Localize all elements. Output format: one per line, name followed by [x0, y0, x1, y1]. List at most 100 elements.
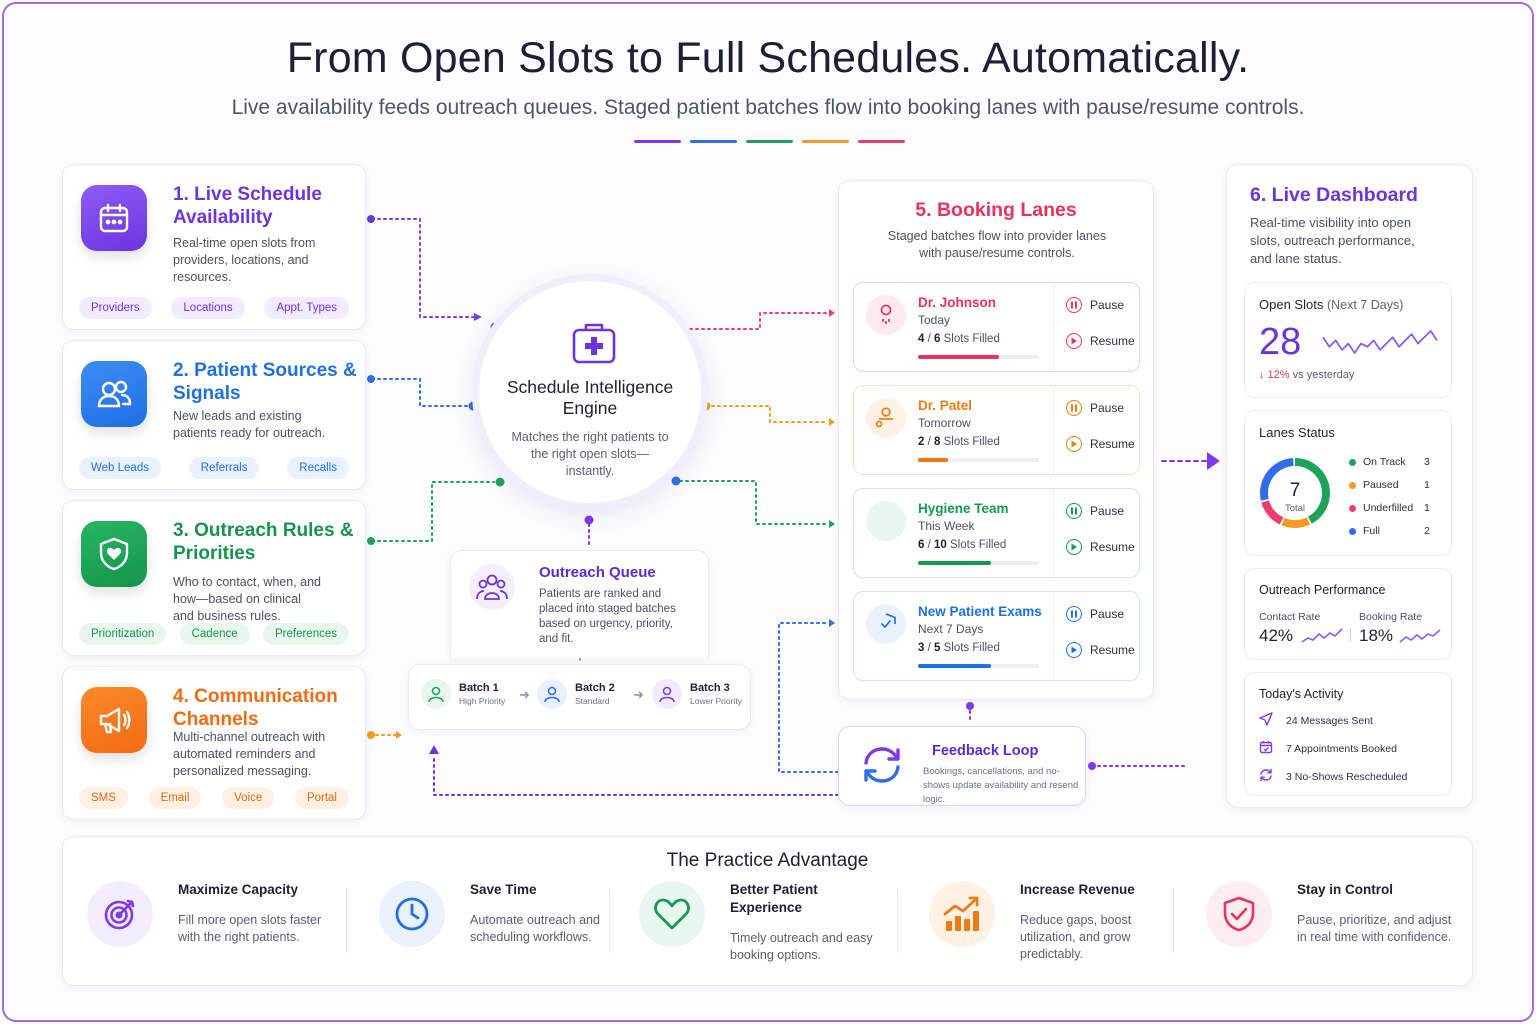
send-icon — [1259, 712, 1273, 729]
contact-rate-value: 42% — [1259, 626, 1294, 645]
lane-filled: 3 — [918, 642, 925, 654]
resume-label: Resume — [1090, 540, 1135, 554]
feedback-title: Feedback Loop — [932, 743, 1039, 759]
legend-count: 1 — [1424, 479, 1430, 491]
card-outreach-rules-priorities: 3. Outreach Rules & Priorities Who to co… — [62, 500, 366, 656]
chip-providers[interactable]: Providers — [79, 297, 152, 319]
pause-button[interactable]: Pause — [1066, 400, 1124, 416]
lane-progress-track — [918, 458, 1039, 462]
lane-progress-fill — [918, 561, 991, 565]
activity-item: 24 Messages Sent — [1259, 712, 1373, 729]
pause-icon — [1066, 606, 1082, 622]
batch-priority: Standard — [575, 696, 610, 706]
pause-button[interactable]: Pause — [1066, 606, 1124, 622]
contact-rate-label: Contact Rate — [1259, 611, 1321, 623]
advantage-description: Timely outreach and easy booking options… — [730, 931, 873, 962]
calendar-icon — [81, 185, 147, 251]
lane-fill-suffix: Slots Filled — [943, 436, 1000, 448]
shield-check-icon — [866, 604, 906, 644]
chip-locations[interactable]: Locations — [171, 297, 245, 319]
contact-rate-sparkline — [1301, 628, 1343, 643]
lane-total: 10 — [934, 539, 947, 551]
lane-progress-track — [918, 561, 1039, 565]
card-title: 4. Communication Channels — [173, 686, 338, 730]
batch-priority: High Priority — [459, 696, 506, 706]
medical-kit-icon — [571, 321, 617, 370]
lane-period: Today — [918, 313, 951, 327]
lanes-status-title: Lanes Status — [1259, 425, 1335, 440]
lane-progress-fill — [918, 458, 949, 462]
resume-button[interactable]: Resume — [1066, 436, 1135, 452]
chip-email[interactable]: Email — [148, 787, 202, 809]
pause-label: Pause — [1090, 504, 1125, 518]
open-slots-period: (Next 7 Days) — [1326, 298, 1404, 312]
pause-button[interactable]: Pause — [1066, 297, 1124, 313]
chip-row: SMS Email Voice Portal — [79, 787, 349, 809]
queue-description: Patients are ranked and placed into stag… — [539, 588, 676, 645]
tooth-icon — [866, 501, 906, 541]
advantage-description: Reduce gaps, boost utilization, and grow… — [1020, 913, 1132, 961]
lane-progress-fill — [918, 664, 991, 668]
divider — [609, 889, 610, 953]
chip-cadence[interactable]: Cadence — [179, 623, 250, 645]
chip-web-leads[interactable]: Web Leads — [79, 457, 161, 479]
chip-row: Web Leads Referrals Recalls — [79, 457, 349, 479]
activity-text: 7 Appointments Booked — [1286, 742, 1397, 755]
accent-bar — [690, 140, 737, 143]
chip-referrals[interactable]: Referrals — [188, 457, 260, 479]
card-title: 3. Outreach Rules & Priorities — [173, 520, 354, 564]
lane-period: Tomorrow — [918, 416, 971, 430]
chip-recalls[interactable]: Recalls — [287, 457, 349, 479]
advantage-title: Increase Revenue — [1020, 882, 1135, 897]
chip-appt-types[interactable]: Appt. Types — [264, 297, 349, 319]
card-title: 1. Live Schedule Availability — [173, 184, 322, 228]
lane-progress-track — [918, 355, 1039, 359]
batch-name: Batch 3 — [690, 682, 730, 694]
resume-button[interactable]: Resume — [1066, 333, 1135, 349]
accent-bars — [634, 140, 905, 143]
batch-3[interactable]: Batch 3 Lower Priority — [652, 679, 742, 709]
batch-priority: Lower Priority — [690, 696, 742, 706]
booking-rate-value: 18% — [1359, 626, 1394, 645]
pause-button[interactable]: Pause — [1066, 503, 1124, 519]
card-description: Real-time open slots from providers, loc… — [173, 236, 316, 284]
play-icon — [1066, 436, 1082, 452]
resume-button[interactable]: Resume — [1066, 642, 1135, 658]
lane-filled: 4 — [918, 333, 925, 345]
feedback-description: Bookings, cancellations, and no-shows up… — [923, 766, 1079, 805]
open-slots-sparkline — [1322, 330, 1438, 354]
chip-portal[interactable]: Portal — [294, 787, 349, 809]
legend-count: 3 — [1424, 456, 1430, 468]
card-title: 2. Patient Sources & Signals — [173, 360, 357, 404]
lane-name: Dr. Johnson — [918, 295, 997, 310]
lane-fill-suffix: Slots Filled — [943, 333, 1000, 345]
shield-heart-icon — [81, 521, 147, 587]
arrow-right-icon: ➜ — [633, 687, 644, 702]
divider — [1053, 592, 1054, 680]
lane-name: Dr. Patel — [918, 398, 973, 413]
lane-filled: 2 — [918, 436, 925, 448]
open-slots-label: Open Slots — [1259, 297, 1324, 312]
megaphone-icon — [81, 687, 147, 753]
chip-preferences[interactable]: Preferences — [262, 623, 349, 645]
pause-icon — [1066, 400, 1082, 416]
resume-button[interactable]: Resume — [1066, 539, 1135, 555]
chip-prioritization[interactable]: Prioritization — [79, 623, 167, 645]
chip-voice[interactable]: Voice — [222, 787, 275, 809]
users-icon — [81, 361, 147, 427]
chip-sms[interactable]: SMS — [79, 787, 128, 809]
target-icon — [87, 881, 153, 947]
play-icon — [1066, 642, 1082, 658]
advantage-title: Save Time — [470, 882, 537, 897]
calendar-check-icon — [1259, 740, 1273, 757]
play-icon — [1066, 333, 1082, 349]
user-icon — [537, 679, 567, 709]
